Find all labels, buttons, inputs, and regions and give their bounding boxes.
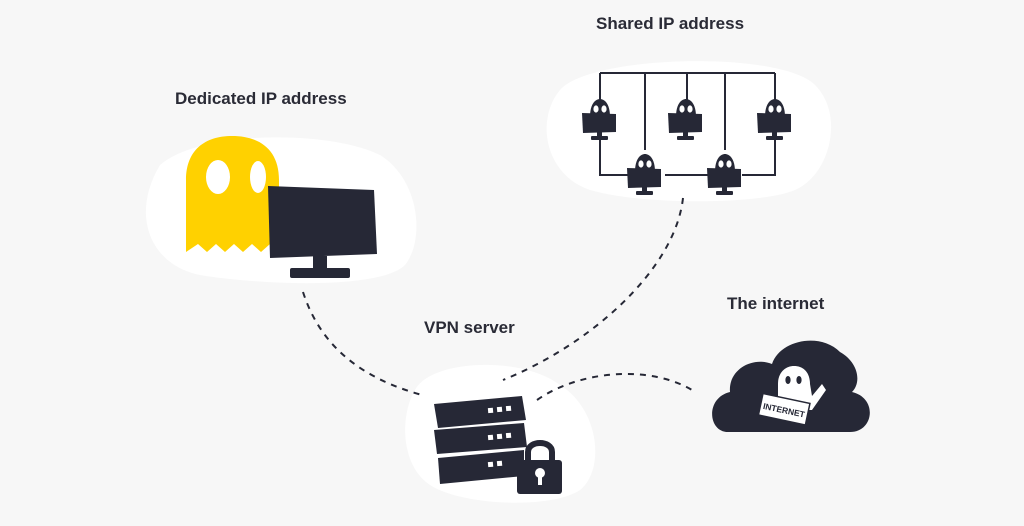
vpn-to-internet-line (536, 372, 693, 401)
dedicated-to-vpn-line (302, 291, 423, 396)
cloud-with-ghost-icon: INTERNET (712, 340, 870, 432)
shared-network-tree (599, 72, 776, 176)
dedicated-ip-label: Dedicated IP address (175, 89, 347, 108)
padlock-shackle (525, 440, 555, 462)
ghost-with-monitor-icon (186, 136, 377, 278)
yellow-ghost (186, 136, 279, 252)
server-with-padlock-icon (434, 396, 562, 494)
connection-lines (302, 197, 693, 401)
internet-label: The internet (727, 294, 825, 313)
vpn-server-label: VPN server (424, 318, 515, 337)
shared-to-vpn-line (502, 197, 684, 381)
internet-sign (757, 392, 811, 426)
dedicated-monitor (268, 186, 377, 258)
shared-ip-label: Shared IP address (596, 14, 745, 33)
